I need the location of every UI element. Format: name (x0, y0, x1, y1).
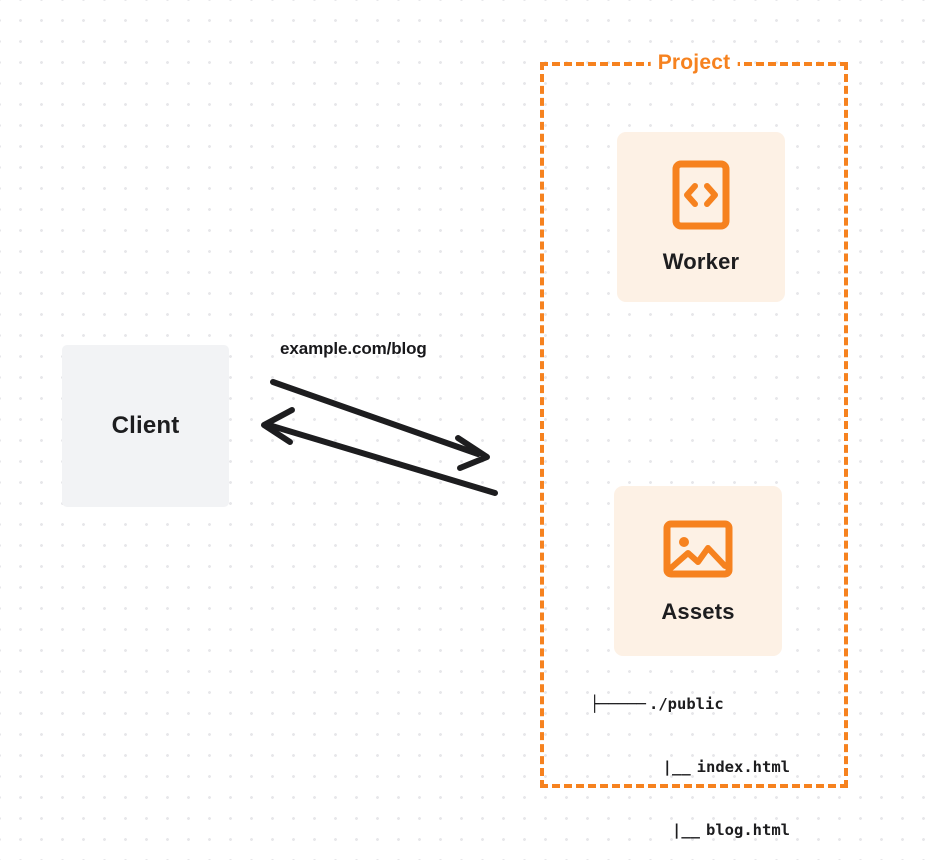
file-tree-row: |__ blog.html (590, 820, 790, 841)
project-title: Project (650, 51, 738, 75)
client-label: Client (111, 412, 180, 439)
file-tree-row: |__ index.html (590, 757, 790, 778)
code-icon (672, 160, 730, 235)
assets-label: Assets (661, 598, 735, 624)
response-arrow (261, 407, 498, 496)
tree-branch: |__ (672, 821, 700, 839)
assets-node: Assets (614, 486, 782, 656)
tree-branch: |__ (662, 758, 691, 776)
client-node: Client (62, 345, 229, 507)
worker-label: Worker (662, 248, 740, 274)
image-icon (663, 518, 733, 585)
tree-item-name: ./public (649, 695, 724, 713)
tree-branch: ├───── (590, 695, 646, 713)
project-group: Project Worker Assets (540, 51, 848, 839)
request-arrow (270, 379, 490, 471)
tree-item-name: index.html (696, 758, 790, 776)
tree-item-name: blog.html (706, 821, 790, 839)
worker-node: Worker (617, 132, 785, 302)
file-tree-row: ├───── ./public (590, 694, 790, 715)
assets-file-tree: ├───── ./public |__ index.html |__ blog.… (590, 652, 790, 860)
request-url-label: example.com/blog (280, 339, 427, 358)
